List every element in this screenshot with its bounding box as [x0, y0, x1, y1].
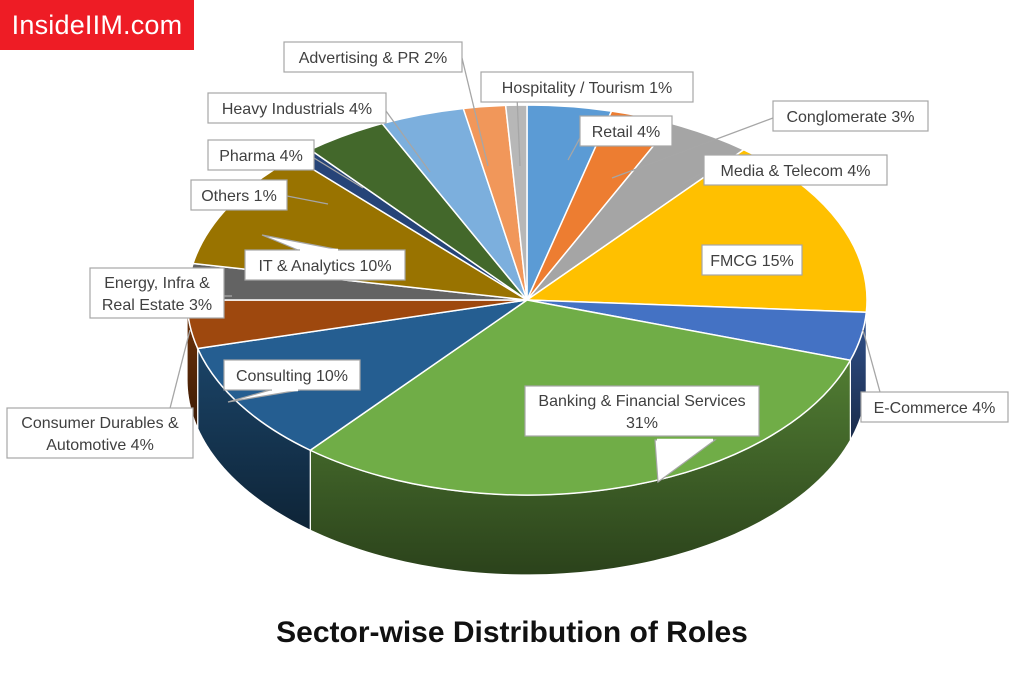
slice-label-retail-4: Retail 4% — [592, 124, 660, 141]
leader-line-conglomerate-3 — [611, 117, 774, 179]
label-box-consumer-durables-automotive-4 — [6, 407, 194, 459]
leader-line-advertising-pr-2 — [461, 57, 489, 167]
pie-labels: Retail 4% Conglomerate 3% Media & Telecom … — [6, 41, 1009, 484]
leader-line-heavy-industrials-4 — [385, 110, 431, 173]
leader-line-retail-4 — [567, 137, 581, 161]
label-box-others-1 — [190, 179, 288, 211]
slice-label-fmcg-15: FMCG 15% — [710, 253, 794, 270]
label-box-fmcg-15 — [701, 244, 803, 276]
insideiim-logo: InsideIIM.com — [0, 0, 194, 50]
label-box-it-analytics-10 — [244, 249, 406, 281]
chart-title: Sector-wise Distribution of Roles — [276, 616, 748, 649]
label-box-consulting-10 — [223, 359, 361, 391]
label-box-conglomerate-3 — [772, 100, 929, 132]
label-box-energy-infra-real-estate-3 — [89, 267, 225, 319]
label-box-banking-financial-services-31 — [524, 385, 760, 437]
slice-label-media-telecom-4: Media & Telecom 4% — [721, 163, 871, 180]
pie-slice-hospitality-tourism-1 — [504, 104, 528, 301]
label-box-media-telecom-4 — [703, 154, 888, 186]
slice-label-e-commerce-4: E-Commerce 4% — [874, 400, 996, 417]
label-box-e-commerce-4 — [860, 391, 1009, 423]
slice-label-it-analytics-10: IT & Analytics 10% — [258, 258, 391, 275]
label-box-hospitality-tourism-1 — [480, 71, 694, 103]
slice-label-heavy-industrials-4: Heavy Industrials 4% — [222, 101, 372, 118]
leader-line-hospitality-tourism-1 — [516, 95, 521, 167]
slice-label-pharma-4: Pharma 4% — [219, 148, 303, 165]
label-box-retail-4 — [579, 115, 673, 147]
slice-label-energy-infra-real-estate-3: Energy, Infra &Real Estate 3% — [102, 275, 212, 314]
label-box-advertising-pr-2 — [283, 41, 463, 73]
label-box-heavy-industrials-4 — [207, 92, 387, 124]
label-box-pharma-4 — [207, 139, 315, 171]
slice-label-conglomerate-3: Conglomerate 3% — [786, 109, 914, 126]
slice-label-consulting-10: Consulting 10% — [236, 368, 348, 385]
slice-label-consumer-durables-automotive-4: Consumer Durables &Automotive 4% — [21, 415, 179, 454]
leader-line-pharma-4 — [313, 157, 364, 189]
pie-slice-consulting-10 — [196, 299, 528, 452]
slice-label-advertising-pr-2: Advertising & PR 2% — [299, 50, 448, 67]
leader-line-media-telecom-4 — [681, 171, 705, 185]
leader-line-others-1 — [286, 195, 329, 205]
leader-line-e-commerce-4 — [862, 329, 881, 393]
slice-label-hospitality-tourism-1: Hospitality / Tourism 1% — [502, 80, 672, 97]
slice-label-others-1: Others 1% — [201, 188, 277, 205]
